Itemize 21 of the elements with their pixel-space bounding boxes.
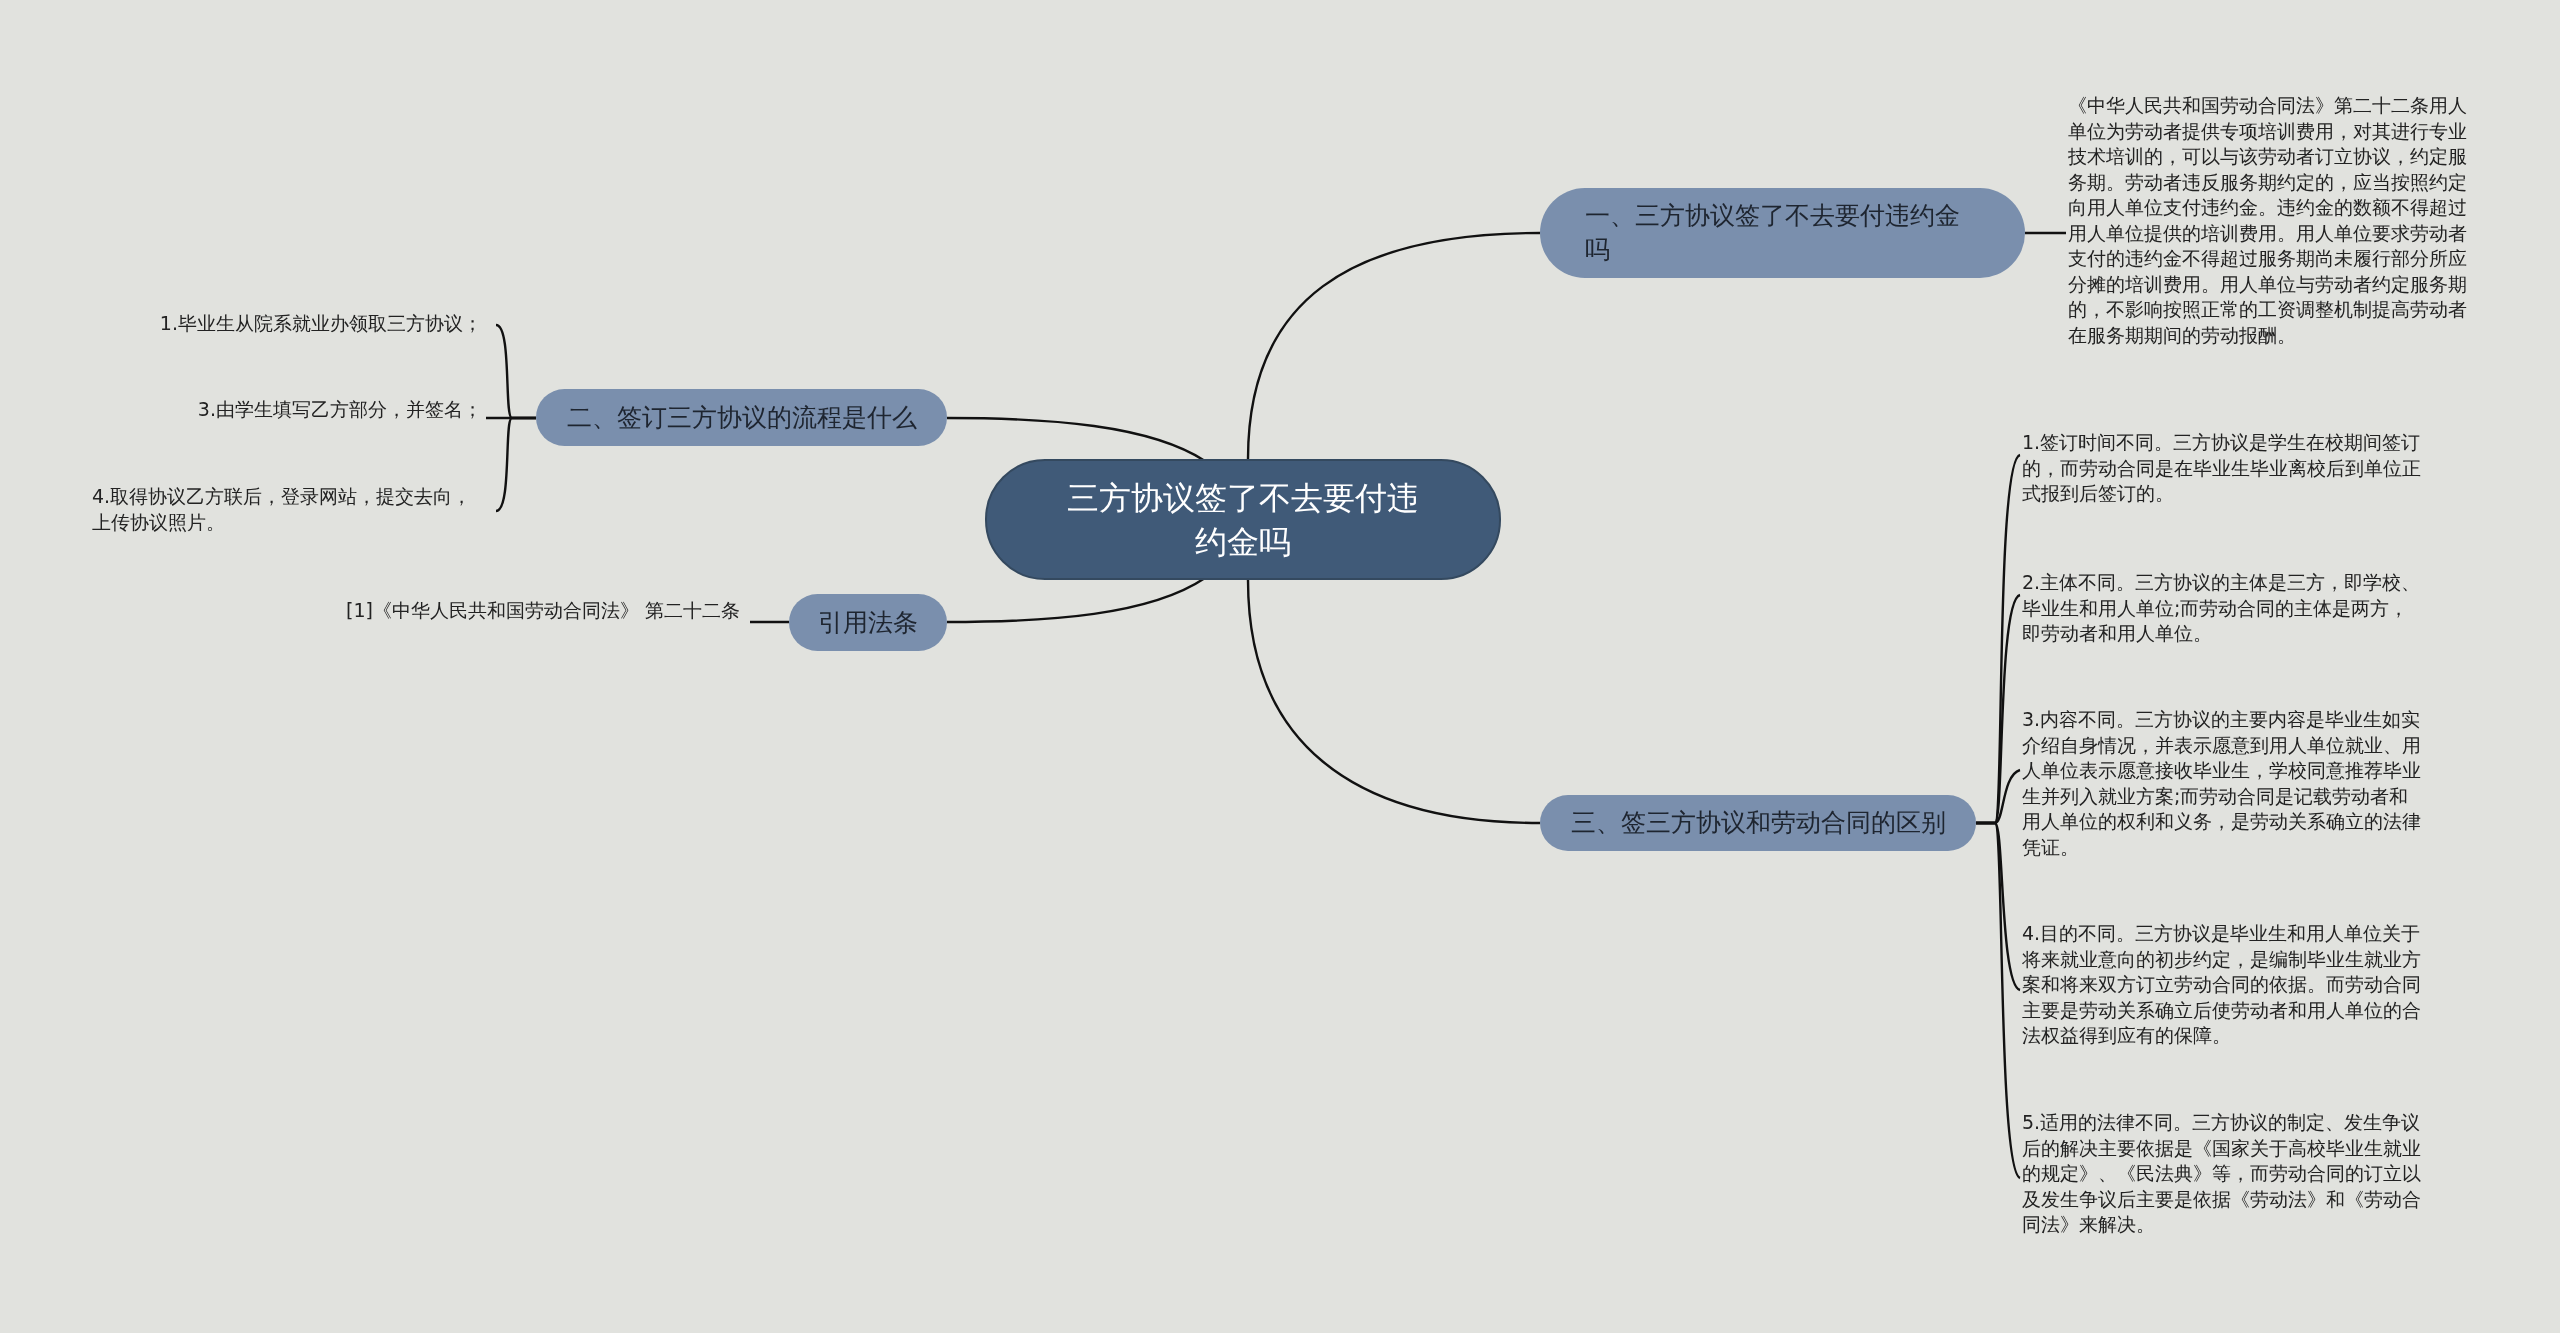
note-text: 3.内容不同。三方协议的主要内容是毕业生如实介绍自身情况，并表示愿意到用人单位就业、用人单位表示愿意接收毕业生，学校同意推荐毕业生并列入就业方案;而劳动合同是记载劳动者和用人单位的权利和义务，是劳动关系确立的法律凭证。: [2022, 707, 2427, 863]
note-text: 5.适用的法律不同。三方协议的制定、发生争议后的解决主要依据是《国家关于高校毕业生就业的规定》、《民法典》等，而劳动合同的订立以及发生争议后主要是依据《劳动法》和《劳动合同法》来解决。: [2022, 1110, 2427, 1240]
note-text: 4.取得协议乙方联后，登录网站，提交去向，上传协议照片。: [92, 484, 484, 538]
connector-line: [1976, 821, 2022, 1179]
note-text: 4.目的不同。三方协议是毕业生和用人单位关于将来就业意向的初步约定，是编制毕业生就业方案和将来双方订立劳动合同的依据。而劳动合同主要是劳动关系确立后使劳动者和用人单位的合法权益得到应有的保障。: [2022, 921, 2427, 1051]
connector-line: [750, 620, 789, 624]
topic-pill: 三、签三方协议和劳动合同的区别: [1540, 795, 1976, 851]
note-text: 1.签订时间不同。三方协议是学生在校期间签订的，而劳动合同是在毕业生毕业离校后到单位正式报到后签订的。: [2022, 430, 2427, 510]
topic-pill: 引用法条: [789, 594, 947, 651]
central-topic: 三方协议签了不去要付违约金吗: [985, 459, 1501, 580]
connector-line: [1246, 579, 1541, 825]
connector-line: [2025, 231, 2066, 235]
topic-pill: 一、三方协议签了不去要付违约金吗: [1540, 188, 2025, 278]
note-text: 1.毕业生从院系就业办领取三方协议；: [92, 311, 482, 339]
note-text: 2.主体不同。三方协议的主体是三方，即学校、毕业生和用人单位;而劳动合同的主体是两方，即劳动者和用人单位。: [2022, 570, 2427, 650]
note-text: 《中华人民共和国劳动合同法》第二十二条用人单位为劳动者提供专项培训费用，对其进行专业技术培训的，可以与该劳动者订立协议，约定服务期。劳动者违反服务期约定的，应当按照约定向用人单位支付违约金。违约金的数额不得超过用人单位提供的培训费用。用人单位要求劳动者支付的违约金不得超过服务期尚未履行部分所应分摊的培训费用。用人单位与劳动者约定服务期的，不影响按照正常的工资调整机制提高劳动者在服务期期间的劳动报酬。: [2068, 93, 2472, 383]
topic-pill: 二、签订三方协议的流程是什么: [536, 389, 947, 446]
connector-line: [1246, 231, 1541, 460]
note-text: 3.由学生填写乙方部分，并签名；: [92, 397, 482, 425]
note-text: [1]《中华人民共和国劳动合同法》 第二十二条: [346, 598, 748, 652]
connector-line: [495, 416, 536, 513]
